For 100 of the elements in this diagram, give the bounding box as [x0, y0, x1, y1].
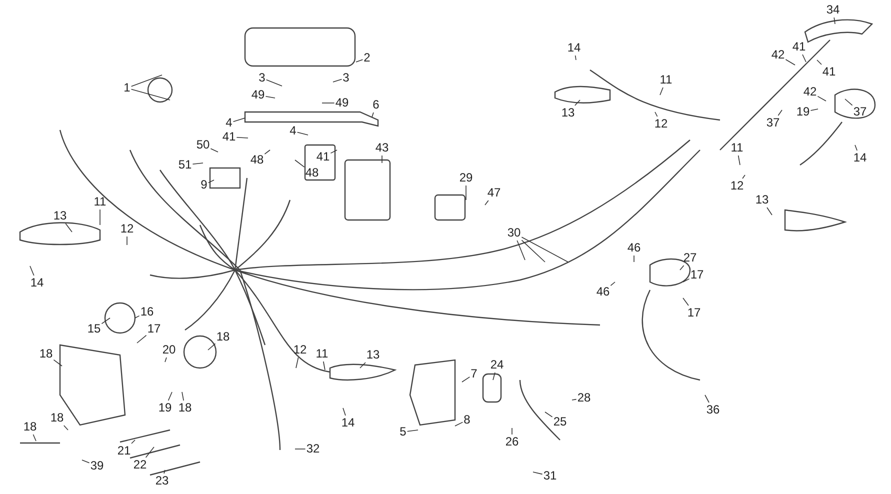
callout-number: 4 [226, 116, 232, 130]
callout-number: 26 [505, 436, 519, 448]
leader-line [682, 298, 689, 306]
callout-number: 24 [490, 358, 504, 372]
leader-line [660, 87, 664, 96]
leader-line [654, 112, 658, 117]
leader-line [168, 392, 172, 401]
leader-line [145, 446, 154, 458]
leader-line [294, 448, 306, 450]
callout-number: 11 [316, 348, 328, 360]
callout-number: 36 [706, 404, 720, 416]
leader-line [266, 79, 282, 86]
leader-line [406, 430, 418, 432]
leader-line [778, 110, 782, 116]
callout-number: 19 [796, 106, 810, 118]
callout-number: 6 [372, 98, 380, 112]
leader-line [742, 174, 746, 179]
callout-number: 48 [305, 166, 319, 180]
callout-number: 11 [730, 142, 744, 154]
leader-line [232, 118, 246, 122]
callout-number: 2 [364, 52, 370, 64]
leader-line [484, 200, 489, 206]
leader-line [610, 282, 616, 286]
callout-number: 22 [133, 458, 147, 472]
leader-line [192, 162, 204, 164]
leader-line [356, 59, 364, 62]
callout-number: 31 [543, 470, 557, 482]
callout-number: 42 [803, 86, 817, 98]
leader-line [126, 236, 128, 246]
leader-line [182, 392, 184, 401]
callout-number: 8 [464, 414, 470, 426]
callout-number: 23 [155, 474, 169, 488]
leader-line [532, 472, 543, 475]
leader-line [208, 343, 216, 350]
leader-line [785, 59, 796, 66]
leader-line [296, 357, 299, 368]
leader-line [454, 422, 464, 426]
leader-line [136, 334, 147, 344]
leader-line [521, 236, 568, 262]
callout-number: 17 [690, 268, 704, 282]
leader-line [834, 17, 836, 24]
callout-number: 41 [222, 130, 236, 144]
leader-line [682, 278, 690, 282]
leader-line [131, 440, 136, 444]
callout-number: 41 [822, 66, 836, 78]
leader-line [802, 54, 806, 62]
callout-number: 13 [366, 348, 380, 362]
leader-line [738, 155, 740, 166]
callout-number: 37 [766, 116, 780, 130]
callout-number: 20 [162, 344, 176, 356]
leader-line [680, 265, 684, 270]
callout-number: 1 [124, 82, 130, 94]
callout-number: 21 [117, 444, 131, 458]
leader-line [544, 412, 553, 418]
leader-line [704, 394, 710, 403]
callout-number: 18 [39, 348, 53, 360]
leader-line [462, 376, 470, 382]
callout-number: 47 [487, 186, 501, 200]
leader-line [130, 74, 162, 87]
callout-number: 7 [470, 368, 478, 380]
leader-line [332, 78, 342, 82]
leader-line [574, 100, 580, 106]
leader-line [817, 96, 826, 102]
callout-number: 17 [147, 322, 161, 336]
callout-number: 48 [250, 154, 264, 166]
leader-line [844, 98, 853, 106]
callout-number: 18 [23, 420, 37, 434]
leader-line [82, 460, 90, 464]
callout-number: 12 [293, 344, 307, 356]
callout-number: 11 [660, 74, 672, 86]
callout-number: 18 [216, 330, 230, 344]
leader-line [323, 361, 326, 370]
leader-line [164, 470, 166, 474]
leader-line [342, 408, 346, 416]
leader-line [164, 357, 167, 362]
callout-number: 42 [771, 48, 785, 62]
callout-number: 28 [577, 392, 591, 404]
callout-number: 17 [687, 306, 701, 320]
leader-line [492, 372, 496, 380]
leader-line [130, 88, 170, 100]
callout-number: 49 [335, 96, 349, 110]
callout-number: 9 [200, 178, 208, 192]
callout-number: 14 [567, 42, 581, 54]
callout-number: 25 [553, 416, 567, 428]
callout-number: 5 [400, 426, 406, 438]
callout-number: 14 [341, 416, 355, 430]
leader-line [65, 223, 72, 232]
leader-line [516, 240, 526, 260]
leader-line [572, 398, 577, 400]
callout-number: 46 [596, 286, 610, 298]
callout-number: 12 [120, 222, 134, 236]
callout-number: 12 [654, 118, 668, 130]
callout-number: 3 [342, 72, 350, 84]
callout-number: 30 [507, 226, 521, 240]
callout-number: 29 [459, 172, 473, 184]
callout-number: 14 [853, 152, 867, 164]
leader-line [210, 148, 218, 152]
callout-number: 41 [316, 150, 330, 164]
callout-number: 13 [561, 106, 575, 120]
leader-line [32, 434, 36, 442]
